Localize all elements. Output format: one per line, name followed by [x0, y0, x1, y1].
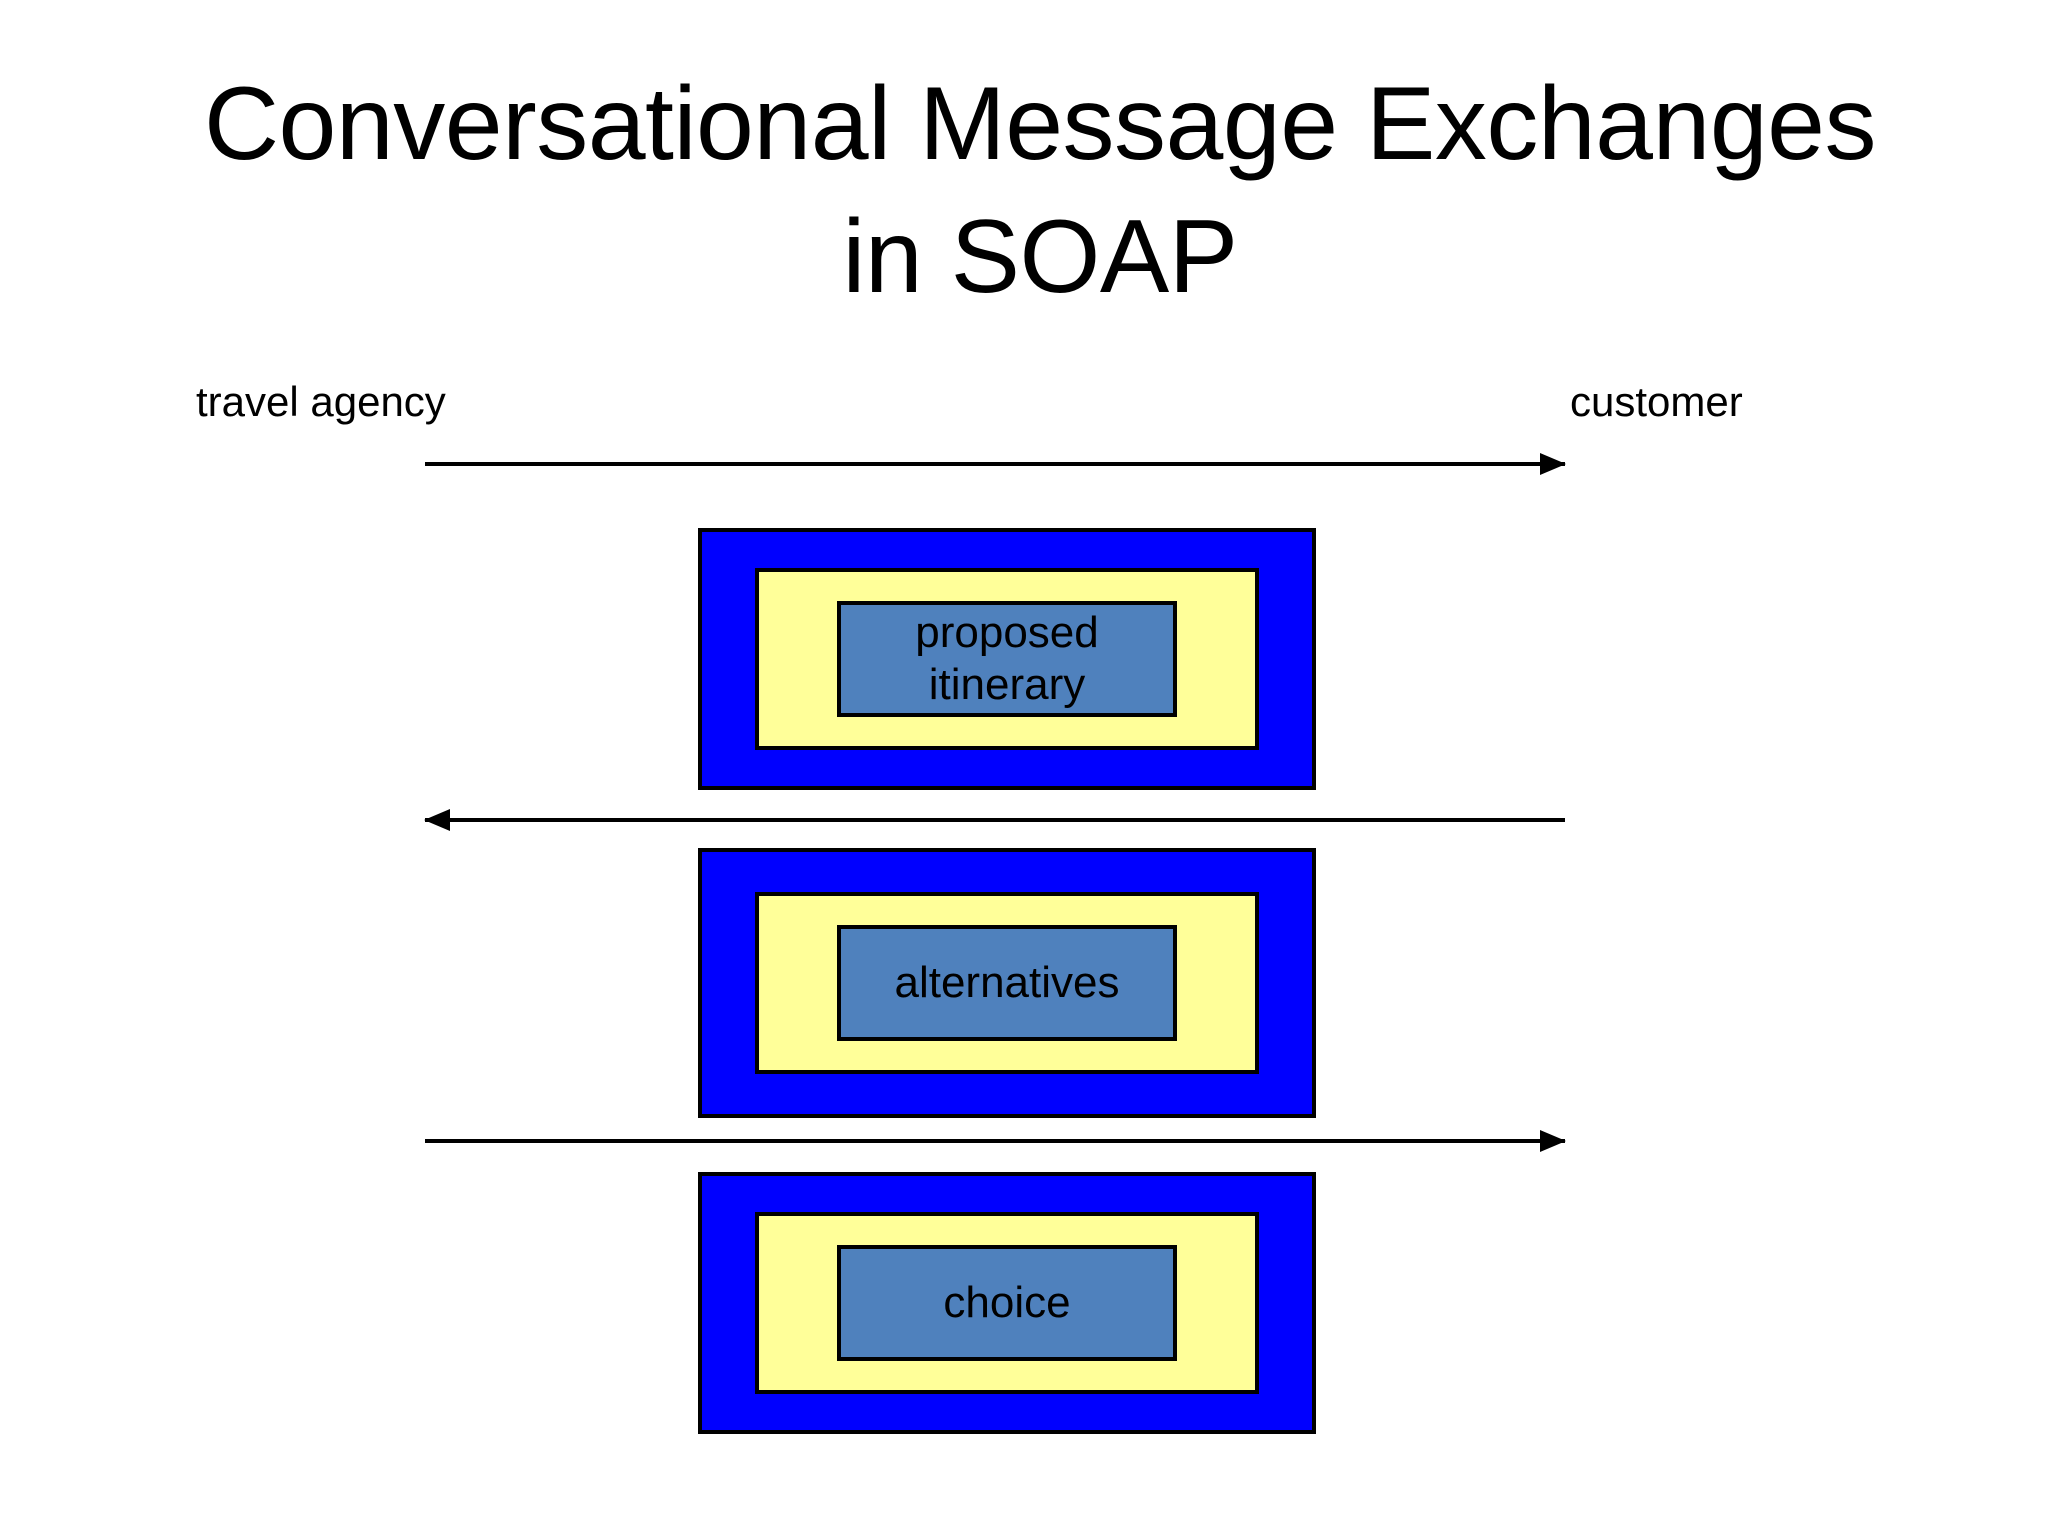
arrow-head-left-icon: [424, 809, 450, 831]
arrow-shaft: [425, 818, 1565, 822]
message-arrow-3-rightward: [425, 1128, 1566, 1154]
arrow-head-right-icon: [1540, 1130, 1566, 1152]
arrow-head-right-icon: [1540, 453, 1566, 475]
actor-label-customer: customer: [1570, 378, 1743, 425]
soap-envelope-3: choice: [698, 1172, 1316, 1434]
soap-envelope-2: alternatives: [698, 848, 1316, 1118]
soap-payload-1: proposed itinerary: [837, 601, 1177, 717]
arrow-shaft: [425, 462, 1565, 466]
soap-payload-3: choice: [837, 1245, 1177, 1361]
actor-label-travel-agency: travel agency: [196, 378, 446, 425]
soap-body-3: choice: [755, 1212, 1259, 1394]
soap-body-1: proposed itinerary: [755, 568, 1259, 750]
soap-body-2: alternatives: [755, 892, 1259, 1074]
soap-envelope-1: proposed itinerary: [698, 528, 1316, 790]
message-arrow-2-leftward: [424, 807, 1565, 833]
page-title: Conversational Message Exchanges in SOAP: [203, 66, 1877, 316]
soap-payload-2: alternatives: [837, 925, 1177, 1041]
message-arrow-1-rightward: [425, 451, 1566, 477]
arrow-shaft: [425, 1139, 1565, 1143]
